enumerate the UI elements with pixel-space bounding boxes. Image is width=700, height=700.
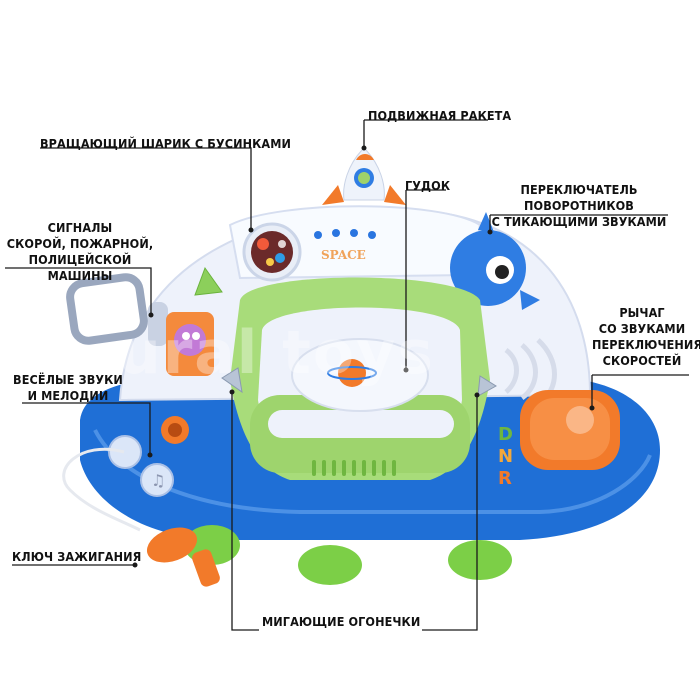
label-sounds-line1: ВЕСЁЛЫЕ ЗВУКИ [13,372,123,387]
turn-signal-monster [450,212,540,310]
sound-button-2 [140,463,174,497]
label-sounds: ВЕСЁЛЫЕ ЗВУКИ И МЕЛОДИИ [8,372,128,404]
bead-ball [242,222,302,282]
label-bead-ball: ВРАЩАЮЩИЙ ШАРИК С БУСИНКАМИ [40,136,292,151]
label-lever: РЫЧАГ СО ЗВУКАМИ ПЕРЕКЛЮЧЕНИЯ СКОРОСТЕЙ [592,305,700,369]
label-horn: ГУДОК [405,178,451,193]
label-lever-line3: ПЕРЕКЛЮЧЕНИЯ [592,337,700,352]
right-light-button [477,375,497,397]
label-sirens: СИГНАЛЫ СКОРОЙ, ПОЖАРНОЙ, ПОЛИЦЕЙСКОЙ МА… [5,220,155,284]
label-sirens-line2: СКОРОЙ, ПОЖАРНОЙ, [6,236,154,251]
green-triangle-button [194,266,223,296]
green-foot-right [448,540,512,580]
rocket [322,149,406,205]
label-rocket: ПОДВИЖНАЯ РАКЕТА [368,108,512,123]
steering-wheel [221,277,497,480]
label-lever-line2: СО ЗВУКАМИ [598,321,686,336]
label-sirens-line3: ПОЛИЦЕЙСКОЙ МАШИНЫ [28,252,132,283]
space-panel-text: SPACE [321,248,366,262]
label-turn-signals-line2: С ТИКАЮЩИМИ ЗВУКАМИ [491,214,667,229]
sound-button-1 [108,435,142,469]
gear-letter-d: D [498,424,513,445]
callout-lines [5,119,689,631]
left-light-button [221,367,243,394]
label-lights: МИГАЮЩИЕ ОГОНЕЧКИ [262,614,421,629]
mirror [66,273,148,345]
label-turn-signals-line1: ПЕРЕКЛЮЧАТЕЛЬ ПОВОРОТНИКОВ [520,182,638,213]
ignition-key [146,527,220,587]
label-turn-signals: ПЕРЕКЛЮЧАТЕЛЬ ПОВОРОТНИКОВ С ТИКАЮЩИМИ З… [488,182,670,230]
gear-letter-r: R [498,468,512,489]
svg-text:♫: ♫ [151,471,165,490]
label-lever-line1: РЫЧАГ [619,305,665,320]
label-ignition-key: КЛЮЧ ЗАЖИГАНИЯ [12,549,142,564]
gear-lever [520,390,620,470]
gear-letter-n: N [498,446,514,467]
label-sounds-line2: И МЕЛОДИИ [27,388,109,403]
label-lever-line4: СКОРОСТЕЙ [602,353,682,368]
label-sirens-line1: СИГНАЛЫ [47,220,113,235]
green-foot-center [298,545,362,585]
